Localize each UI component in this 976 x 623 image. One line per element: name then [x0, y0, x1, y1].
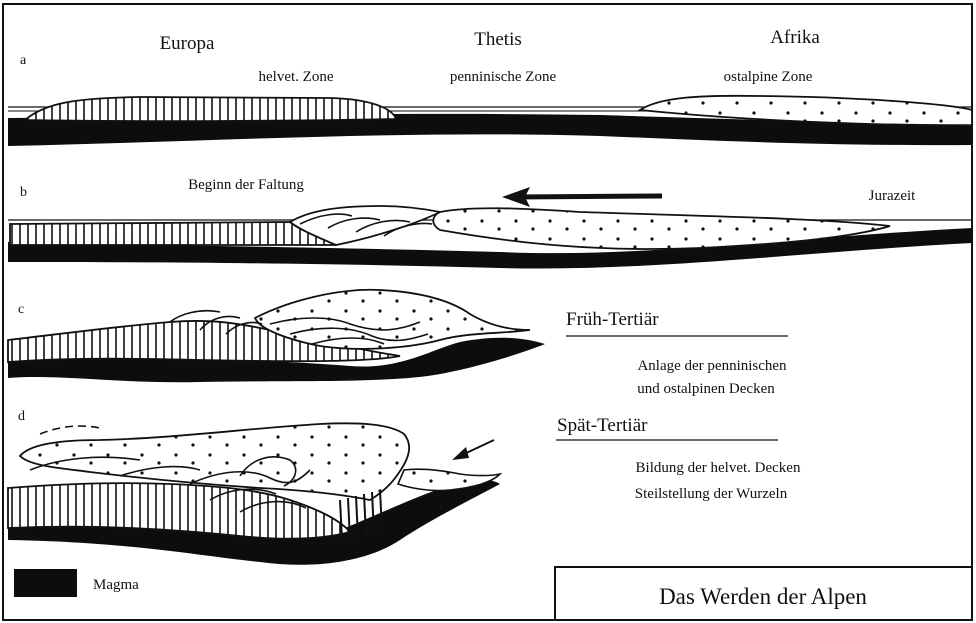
label-spaet-desc-2: Steilstellung der Wurzeln: [635, 486, 788, 502]
label-ostalpine-zone: ostalpine Zone: [724, 69, 813, 85]
legend-magma-label: Magma: [93, 577, 139, 593]
panel-c: [8, 290, 545, 382]
label-thetis: Thetis: [474, 29, 522, 50]
panel-label-c: c: [18, 302, 24, 317]
helvetic-sediment-b: [10, 222, 336, 245]
helvetic-sediment-a: [25, 97, 396, 121]
label-penninische-zone: penninische Zone: [450, 69, 557, 85]
label-europa: Europa: [160, 33, 215, 54]
magma-legend-swatch: [14, 569, 77, 597]
label-frueh-desc-2: und ostalpinen Decken: [637, 381, 775, 397]
label-frueh-tertiaer: Früh-Tertiär: [566, 309, 659, 330]
panel-label-a: a: [20, 53, 27, 68]
diagram-title: Das Werden der Alpen: [659, 584, 867, 609]
label-afrika: Afrika: [770, 27, 820, 48]
label-spaet-desc-1: Bildung der helvet. Decken: [636, 460, 801, 476]
label-frueh-desc-1: Anlage der penninischen: [637, 358, 787, 374]
label-jurazeit: Jurazeit: [869, 188, 916, 204]
panel-d: [8, 423, 500, 564]
label-spaet-tertiaer: Spät-Tertiär: [557, 415, 648, 436]
label-helvet-zone: helvet. Zone: [259, 69, 334, 85]
panel-a: [8, 96, 972, 146]
push-arrow-b: [515, 196, 662, 197]
panel-label-d: d: [18, 409, 25, 424]
panel-b: [8, 187, 972, 269]
label-beginn-faltung: Beginn der Faltung: [188, 177, 304, 193]
panel-label-b: b: [20, 185, 27, 200]
